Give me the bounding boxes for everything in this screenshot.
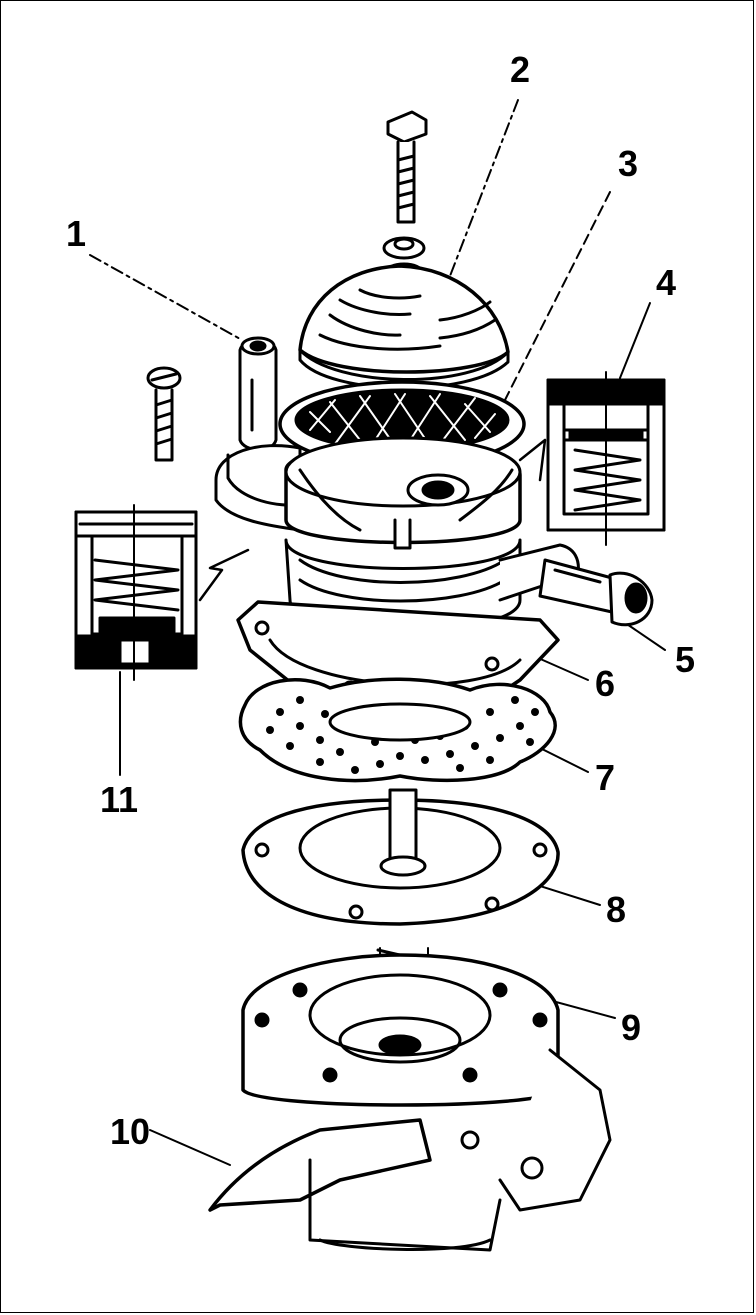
leader-4 bbox=[619, 302, 651, 379]
label-3: 3 bbox=[618, 143, 638, 184]
label-7: 7 bbox=[595, 757, 615, 798]
part-8-ring-and-rod bbox=[241, 788, 560, 926]
valve-arrow-right bbox=[518, 438, 547, 482]
leader-2 bbox=[449, 99, 519, 277]
label-5: 5 bbox=[675, 639, 695, 680]
label-8: 8 bbox=[606, 889, 626, 930]
leader-3 bbox=[504, 191, 611, 401]
part-2-cover-bolt bbox=[298, 110, 510, 390]
part-5-outlet-fitting bbox=[538, 558, 654, 627]
leader-1 bbox=[89, 254, 243, 341]
small-screw bbox=[146, 366, 182, 462]
label-2: 2 bbox=[510, 49, 530, 90]
label-10: 10 bbox=[110, 1111, 150, 1152]
part-10-lower-body-and-lever bbox=[208, 953, 612, 1252]
valve-arrow-left bbox=[198, 548, 250, 602]
part-4-outlet-valve bbox=[546, 371, 666, 546]
part-11-inlet-valve bbox=[74, 504, 198, 681]
label-6: 6 bbox=[595, 663, 615, 704]
leader-10 bbox=[149, 1129, 231, 1166]
label-9: 9 bbox=[621, 1007, 641, 1048]
labels: 1 2 3 4 5 6 7 8 9 10 11 bbox=[66, 49, 695, 1152]
part-7-diaphragm bbox=[238, 677, 557, 783]
label-1: 1 bbox=[66, 213, 86, 254]
label-4: 4 bbox=[656, 262, 676, 303]
label-11: 11 bbox=[100, 779, 138, 820]
